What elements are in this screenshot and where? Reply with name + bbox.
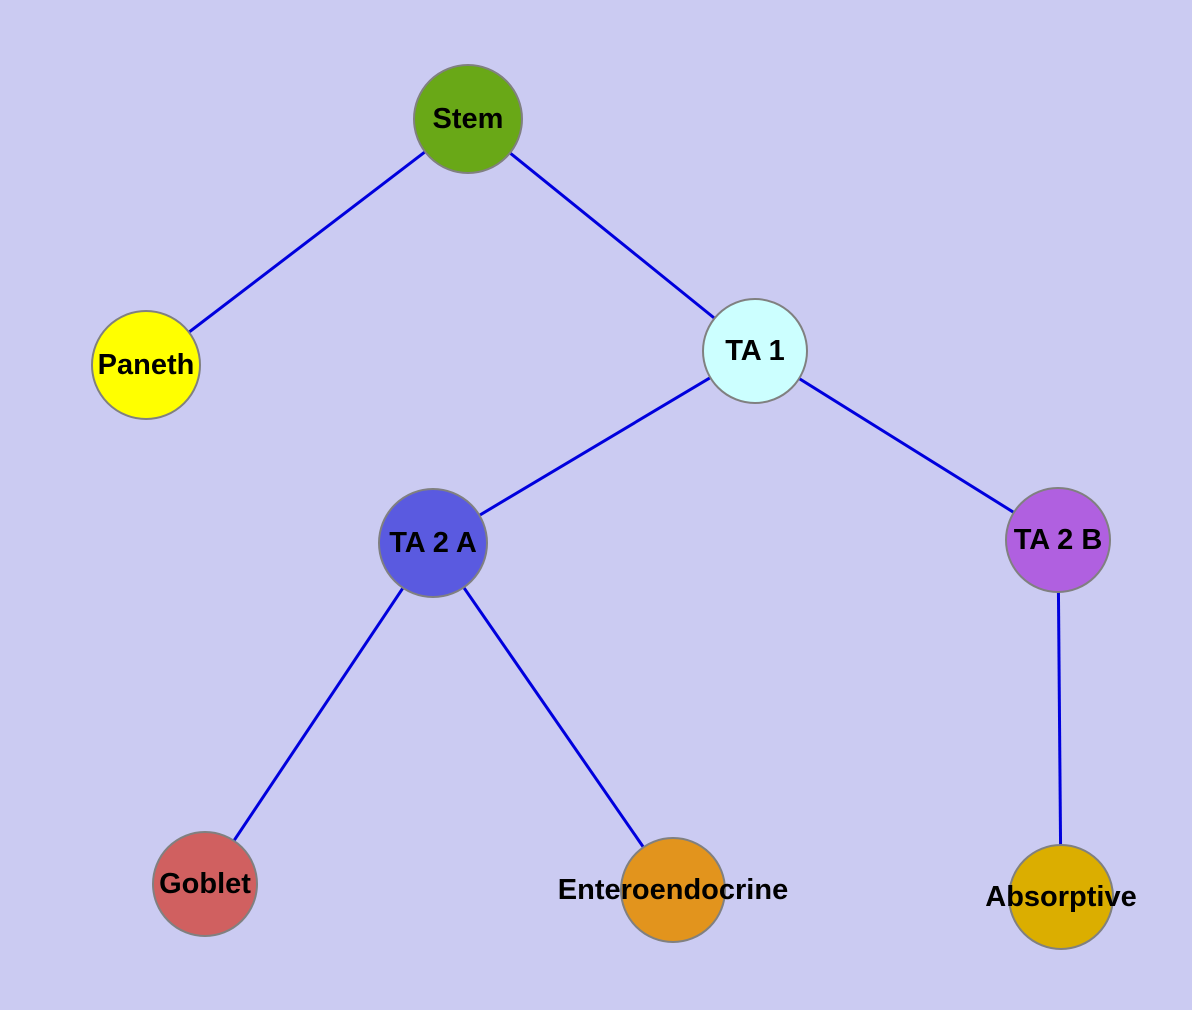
edges-layer [145, 117, 1063, 898]
node-ta1: TA 1 [702, 298, 808, 404]
edge-stem-paneth [145, 117, 469, 367]
edge-ta2a-enteroendocrine [431, 542, 675, 891]
node-stem: Stem [413, 64, 523, 174]
node-paneth: Paneth [91, 310, 201, 420]
edge-ta1-ta2a [432, 349, 756, 545]
node-circle-paneth [91, 310, 201, 420]
edge-ta1-ta2b [754, 349, 1059, 542]
edge-stem-ta1 [467, 117, 756, 353]
node-ta2b: TA 2 B [1005, 487, 1111, 593]
node-ta2a: TA 2 A [378, 488, 488, 598]
node-circle-ta2a [378, 488, 488, 598]
node-goblet: Goblet [152, 831, 258, 937]
node-circle-ta1 [702, 298, 808, 404]
node-circle-enteroendocrine [620, 837, 726, 943]
node-circle-stem [413, 64, 523, 174]
edge-ta2a-goblet [203, 542, 435, 885]
node-circle-goblet [152, 831, 258, 937]
node-circle-absorptive [1008, 844, 1114, 950]
node-circle-ta2b [1005, 487, 1111, 593]
edge-ta2b-absorptive [1056, 539, 1063, 898]
